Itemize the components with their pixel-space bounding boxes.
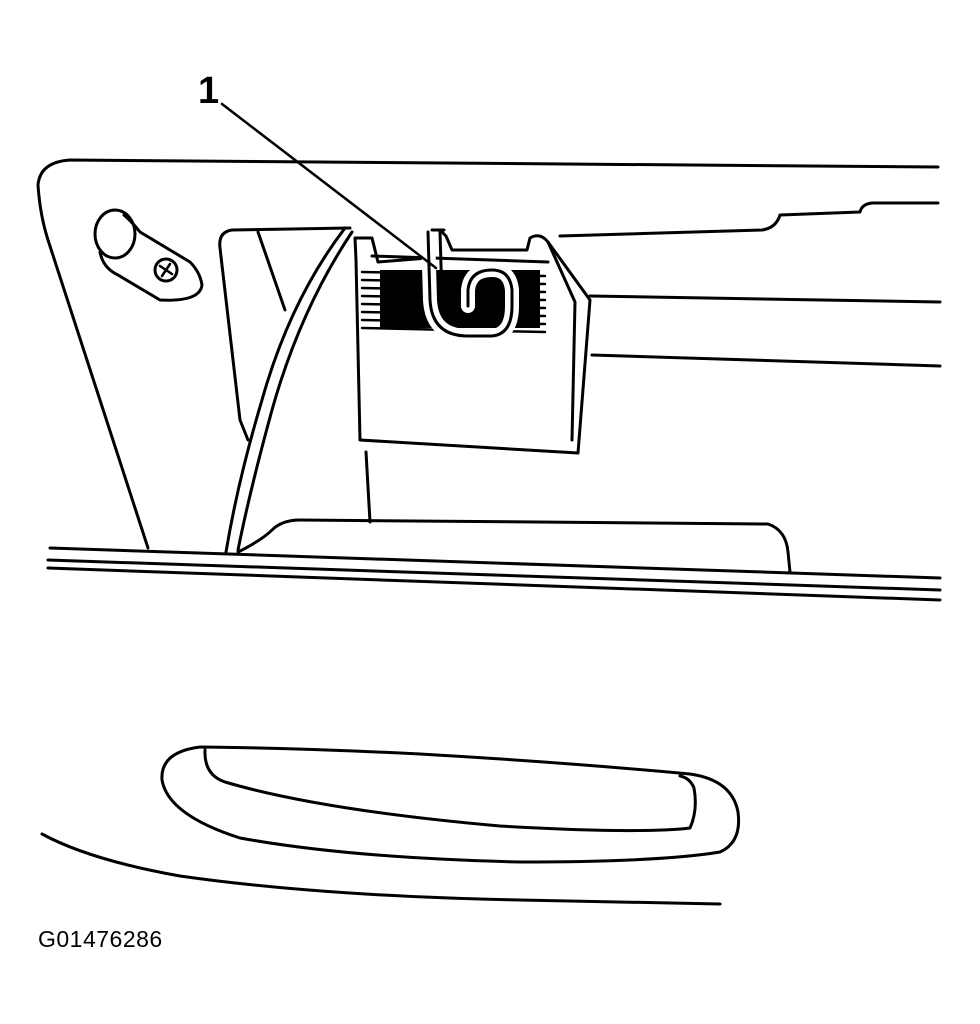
bracket-top-edge <box>370 254 550 264</box>
glovebox-opening-frame <box>218 226 352 442</box>
screw-slot <box>158 262 174 278</box>
dash-base-line-2 <box>46 558 942 592</box>
wire-hook-inner-line <box>438 230 502 326</box>
latch-button-body <box>98 213 204 302</box>
callout-label-1: 1 <box>198 70 220 112</box>
handle-pocket-outer <box>160 745 741 864</box>
figure-id: G01476286 <box>38 926 163 952</box>
dash-base-line-3 <box>46 566 942 602</box>
bracket-side-edge <box>546 240 577 442</box>
glovebox-frame-inner-edge <box>256 230 287 312</box>
glovebox-door-top <box>236 518 792 574</box>
support-post <box>364 450 372 524</box>
dash-panel-outline <box>36 158 940 550</box>
trim-strip-inner <box>236 230 354 552</box>
dash-panel-step-edge <box>558 201 940 238</box>
panel-line-upper-right <box>588 294 942 304</box>
handle-pocket-inner <box>203 748 697 833</box>
panel-line-mid-right <box>590 353 942 368</box>
screw-head <box>153 257 179 283</box>
wire-hook <box>426 230 514 338</box>
latch-button <box>93 208 137 260</box>
dash-base-line-1 <box>48 546 942 580</box>
trim-strip-outer <box>224 226 347 554</box>
lower-dash-contour <box>40 832 722 906</box>
callout-leader-line <box>220 102 438 270</box>
